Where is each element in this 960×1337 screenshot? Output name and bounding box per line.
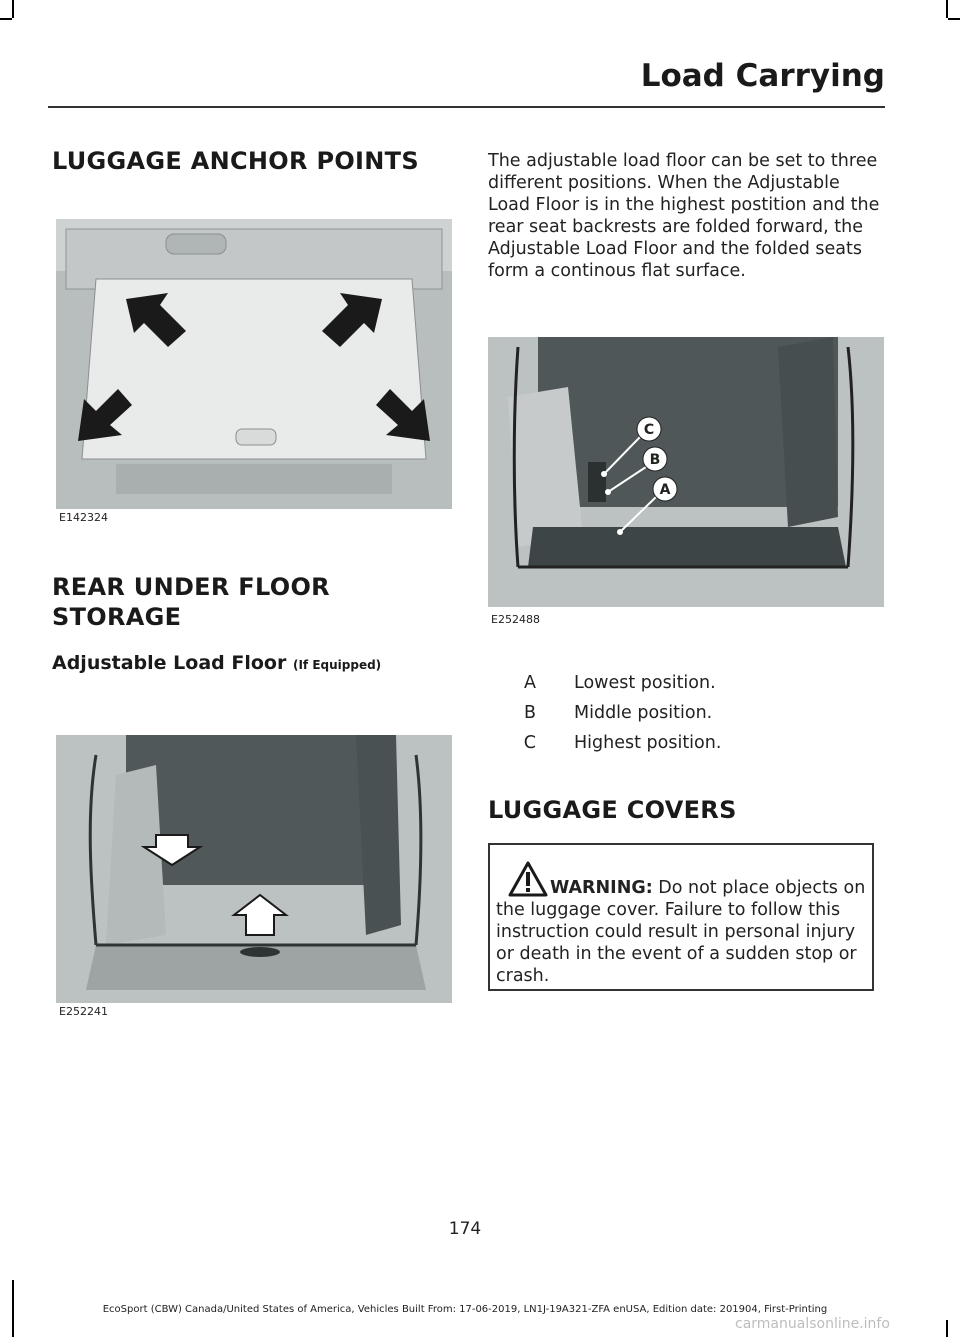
legend-row-c: C Highest position.: [488, 733, 888, 757]
legend-row-b: B Middle position.: [488, 703, 888, 727]
adjustable-floor-title: Adjustable Load Floor: [52, 652, 287, 674]
callout-a: A: [660, 482, 671, 498]
callout-b: B: [650, 452, 661, 468]
legend-key: C: [523, 733, 536, 753]
positions-figure-code: E252488: [491, 613, 540, 626]
warning-icon: [508, 861, 548, 897]
anchor-points-figure: [56, 219, 452, 509]
callout-c: C: [644, 422, 654, 438]
floor-figure-code: E252241: [59, 1005, 108, 1018]
anchor-points-heading: LUGGAGE ANCHOR POINTS: [52, 147, 419, 175]
if-equipped-note: (If Equipped): [292, 658, 382, 672]
legend-row-a: A Lowest position.: [488, 673, 888, 697]
crop-mark: [12, 0, 14, 18]
under-floor-heading-2: STORAGE: [52, 603, 182, 631]
anchor-figure-code: E142324: [59, 511, 108, 524]
crop-mark: [12, 1280, 14, 1337]
under-floor-heading-1: REAR UNDER FLOOR: [52, 573, 330, 601]
warning-box: WARNING: Do not place objects on the lug…: [488, 843, 874, 991]
crop-mark: [0, 18, 12, 20]
crop-mark: [948, 18, 960, 20]
warning-body: Do not place objects on the luggage cove…: [496, 878, 866, 986]
warning-label: WARNING:: [550, 878, 653, 898]
page-title: Load Carrying: [640, 58, 885, 94]
crop-mark: [946, 0, 948, 18]
watermark: carmanualsonline.info: [735, 1316, 890, 1332]
warning-text: WARNING: Do not place objects on the lug…: [496, 877, 868, 987]
crop-mark: [946, 1320, 948, 1337]
floor-positions-figure: C B A: [488, 337, 884, 607]
legend-text: Lowest position.: [574, 673, 716, 693]
luggage-covers-heading: LUGGAGE COVERS: [488, 796, 737, 824]
intro-paragraph: The adjustable load floor can be set to …: [488, 151, 880, 281]
adjustable-floor-heading: Adjustable Load Floor (If Equipped): [52, 652, 381, 674]
page-number: 174: [448, 1219, 482, 1239]
legend-key: A: [524, 673, 536, 693]
header-rule: [48, 106, 885, 108]
legend-key: B: [523, 703, 536, 723]
adjustable-floor-figure: [56, 735, 452, 1003]
footer-text: EcoSport (CBW) Canada/United States of A…: [102, 1304, 828, 1315]
legend-text: Middle position.: [574, 703, 713, 723]
legend-text: Highest position.: [574, 733, 722, 753]
